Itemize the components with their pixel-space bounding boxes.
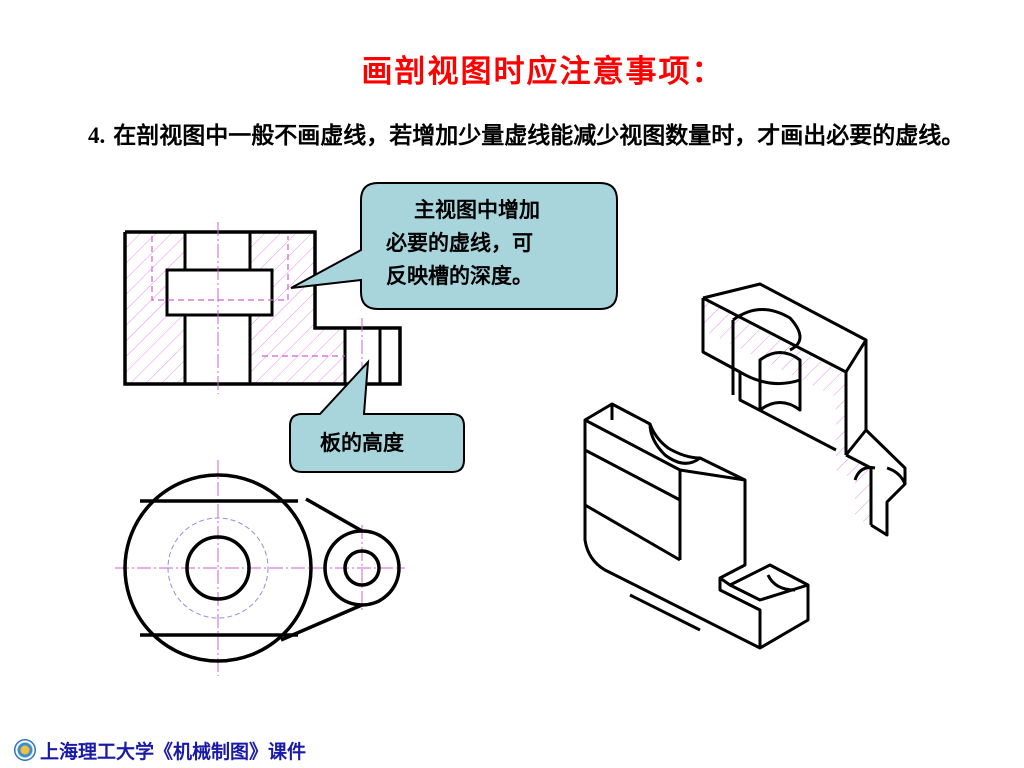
slide-title: 画剖视图时应注意事项： [361,54,725,90]
front-section-view [123,222,402,394]
callout-main-view-line1: 主视图中增加 [414,197,540,222]
callout-main-view-line2: 必要的虚线，可 [386,230,533,255]
university-logo-icon [14,739,36,761]
callout-main-view-text: 主视图中增加 必要的虚线，可 反映槽的深度。 [386,193,540,292]
point-text: 在剖视图中一般不画虚线，若增加少量虚线能减少视图数量时，才画出必要的虚线。 [105,122,965,149]
hatch-mid-lower [250,330,345,384]
footer: 上海理工大学《机械制图》课件 [14,736,306,764]
point-paragraph: 4. 在剖视图中一般不画虚线，若增加少量虚线能减少视图数量时，才画出必要的虚线。 [88,120,978,151]
isometric-part-lower [583,402,810,650]
callout-plate-bubble [289,359,465,473]
front-outline [123,230,402,386]
footer-text: 上海理工大学《机械制图》课件 [40,740,307,763]
callout-main-view-bubble [290,182,618,310]
top-view [115,460,405,676]
callout-plate-text: 板的高度 [320,430,404,455]
hidden-line-slot-depth [151,236,289,301]
point-number: 4. [88,123,106,148]
isometric-part-upper [701,282,907,537]
slot [165,268,274,317]
callout-main-view-line3: 反映槽的深度。 [386,263,533,288]
